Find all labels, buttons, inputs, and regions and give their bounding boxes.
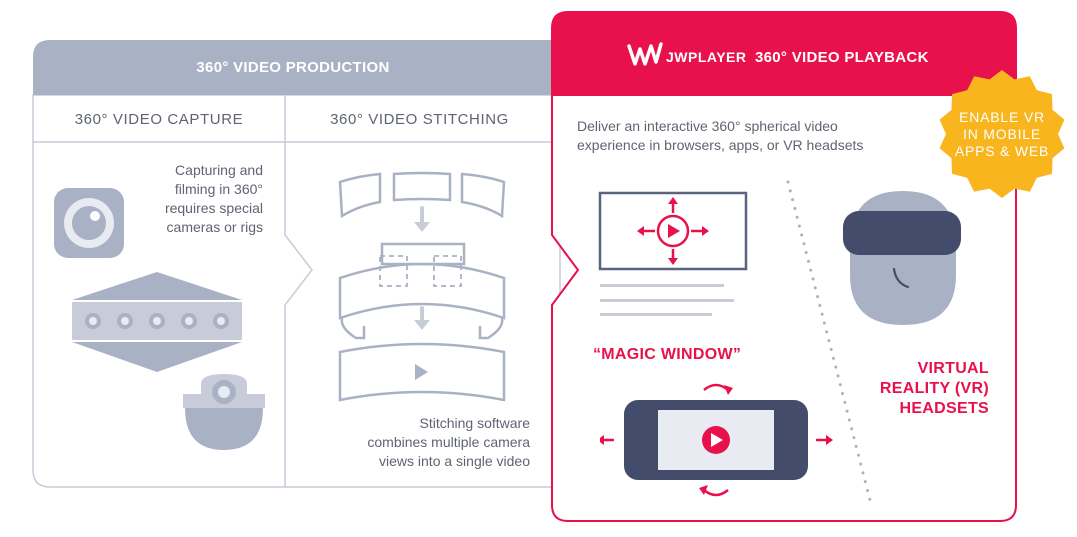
camera-lens-icon bbox=[54, 188, 124, 258]
page-text-lines-icon bbox=[600, 284, 734, 316]
capture-description-line: Capturing and bbox=[175, 162, 263, 178]
vr-label-line: REALITY (VR) bbox=[879, 380, 989, 397]
badge-line: ENABLE VR bbox=[959, 109, 1045, 125]
badge-line: IN MOBILE bbox=[963, 126, 1041, 142]
production-header: 360° VIDEO PRODUCTION bbox=[196, 59, 390, 76]
column-divider-arrow bbox=[284, 95, 313, 487]
capture-column-title: 360° VIDEO CAPTURE bbox=[74, 111, 244, 128]
production-header-bar bbox=[33, 40, 560, 95]
capture-description-line: cameras or rigs bbox=[166, 219, 263, 235]
playback-header: 360° VIDEO PLAYBACK bbox=[755, 49, 929, 66]
multi-lens-rig-icon bbox=[72, 272, 242, 372]
jwplayer-logo-icon bbox=[627, 42, 663, 66]
playback-description-line: experience in browsers, apps, or VR head… bbox=[577, 137, 864, 153]
badge-text: ENABLE VR IN MOBILE APPS & WEB bbox=[936, 109, 1068, 160]
vr-label-line: VIRTUAL bbox=[917, 360, 989, 377]
stitching-description-line: Stitching software bbox=[419, 415, 531, 431]
enable-vr-badge bbox=[939, 70, 1065, 198]
stitching-description-line: views into a single video bbox=[379, 453, 530, 469]
dome-camera-icon bbox=[183, 374, 265, 450]
jwplayer-brand: JWPLAYER bbox=[666, 49, 747, 65]
mobile-phone-video-icon bbox=[600, 383, 833, 497]
capture-description-line: requires special bbox=[164, 200, 263, 216]
stitching-panels-icon bbox=[338, 171, 506, 402]
playback-description: Deliver an interactive 360° spherical vi… bbox=[577, 117, 863, 155]
vr-headsets-label: VIRTUAL REALITY (VR) HEADSETS bbox=[880, 359, 989, 419]
capture-description: Capturing and filming in 360° requires s… bbox=[165, 161, 263, 237]
magic-window-label: “MAGIC WINDOW” bbox=[593, 346, 742, 363]
stitching-description-line: combines multiple camera bbox=[367, 434, 530, 450]
browser-360-video-icon bbox=[598, 191, 748, 271]
dotted-divider bbox=[786, 180, 872, 502]
badge-line: APPS & WEB bbox=[954, 143, 1050, 159]
vr-headset-head-icon bbox=[843, 191, 961, 325]
playback-description-line: Deliver an interactive 360° spherical vi… bbox=[577, 118, 838, 134]
stitching-column-title: 360° VIDEO STITCHING bbox=[330, 111, 509, 128]
playback-header-bar bbox=[552, 12, 1016, 96]
stitching-description: Stitching software combines multiple cam… bbox=[367, 414, 530, 471]
capture-description-line: filming in 360° bbox=[174, 181, 263, 197]
vr-label-line: HEADSETS bbox=[899, 400, 989, 417]
